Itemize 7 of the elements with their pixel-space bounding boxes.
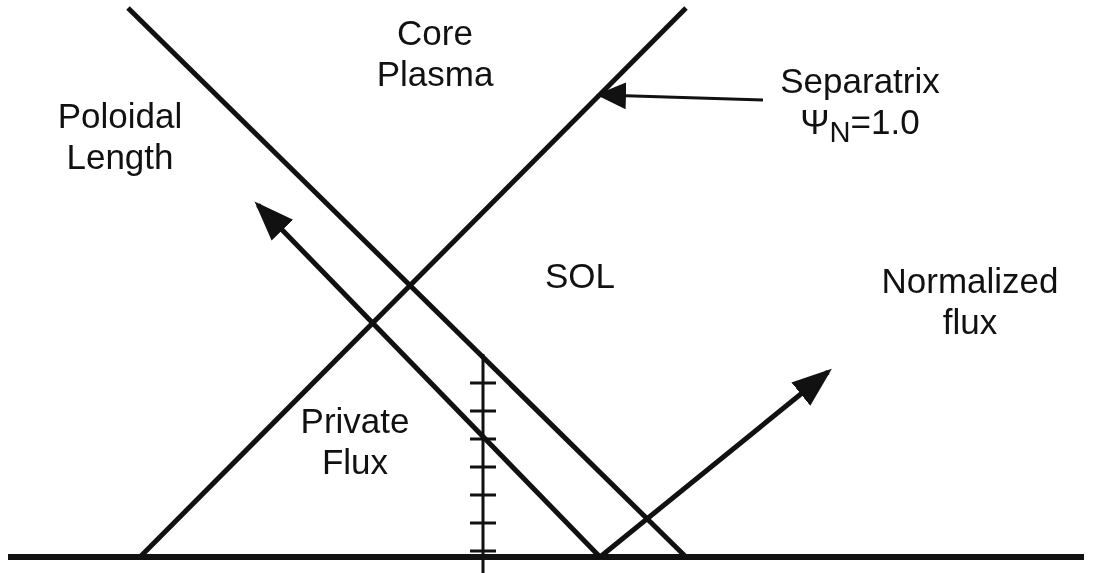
axis-label: Poloidal Length [56,95,184,177]
region-label: SOL [543,255,616,296]
leader-line [596,82,764,110]
separatrix-label: Separatrix Ψ$_{N}$=1.0 [745,60,975,153]
axis-label: Normalized flux [880,260,1060,342]
region-label: Core Plasma [375,12,495,94]
region-label: Private Flux [299,400,411,482]
